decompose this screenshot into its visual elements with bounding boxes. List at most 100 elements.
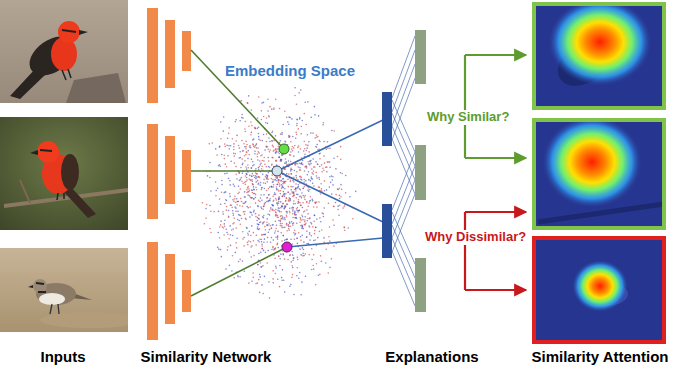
embedding-scatter [288,136,290,138]
embedding-scatter [272,246,274,248]
embedding-scatter [240,177,242,179]
bird-photo [64,186,96,218]
embedding-scatter [324,180,326,182]
embedding-scatter [300,254,302,256]
embedding-scatter [307,220,309,222]
embedding-scatter [250,235,252,237]
embedding-scatter [257,176,259,178]
embedding-scatter [266,221,268,223]
embedding-scatter [339,187,341,189]
embedding-scatter [243,150,245,152]
embedding-scatter [259,292,261,294]
embedding-scatter [290,261,292,263]
embedding-scatter [289,212,291,214]
embedding-scatter [238,185,240,187]
embedding-scatter [244,184,246,186]
embedding-scatter [250,167,252,169]
embedding-scatter [309,218,311,220]
embedding-scatter [309,164,311,166]
embedding-scatter [265,166,267,168]
embedding-scatter [309,232,311,234]
embedding-scatter [253,255,255,257]
embedding-scatter [283,254,285,256]
embedding-scatter [308,202,310,204]
embedding-scatter [292,136,294,138]
embedding-point [279,144,289,154]
embedding-scatter [281,132,283,134]
embedding-scatter [284,205,286,207]
embedding-scatter [321,261,323,263]
embedding-scatter [268,194,270,196]
embedding-scatter [266,117,268,119]
embedding-scatter [272,140,274,142]
embedding-scatter [278,255,280,257]
embedding-scatter [278,199,280,201]
embedding-scatter [289,221,291,223]
embedding-scatter [244,121,246,123]
embedding-scatter [307,189,309,191]
embedding-scatter [318,274,320,276]
embedding-scatter [215,190,217,192]
embedding-scatter [266,262,268,264]
embedding-scatter [257,228,259,230]
embedding-scatter [263,217,265,219]
embedding-scatter [300,148,302,150]
embedding-scatter [290,189,292,191]
embedding-scatter [231,207,233,209]
embedding-scatter [271,108,273,110]
embedding-scatter [298,145,300,147]
embedding-scatter [251,189,253,191]
embedding-scatter [232,255,234,257]
embedding-scatter [249,145,251,147]
embedding-scatter [297,207,299,209]
embedding-scatter [291,148,293,150]
embedding-scatter [294,87,296,89]
attention-frame [534,120,664,228]
embedding-scatter [303,113,305,115]
embedding-scatter [296,125,298,127]
embedding-line [277,120,383,171]
embedding-scatter [322,212,324,214]
embedding-scatter [217,247,219,249]
embedding-scatter [299,169,301,171]
embedding-scatter [275,152,277,154]
embedding-scatter [284,168,286,170]
fan-line [392,166,415,224]
embedding-scatter [284,162,286,164]
embedding-scatter [221,154,223,156]
embedding-scatter [293,155,295,157]
embedding-scatter [300,236,302,238]
embedding-scatter [315,203,317,205]
embedding-scatter [241,117,243,119]
embedding-scatter [213,211,215,213]
embedding-scatter [280,211,282,213]
embedding-scatter [250,241,252,243]
embedding-scatter [288,229,290,231]
embedding-scatter [265,122,267,124]
embedding-scatter [292,186,294,188]
embedding-scatter [340,184,342,186]
embedding-scatter [323,155,325,157]
embedding-scatter [232,210,234,212]
embedding-scatter [258,167,260,169]
embedding-scatter [269,297,271,299]
embedding-scatter [273,239,275,241]
embedding-scatter [293,257,295,259]
embedding-scatter [246,177,248,179]
embedding-scatter [247,244,249,246]
embedding-scatter [312,158,314,160]
embedding-scatter [301,120,303,122]
embedding-scatter [316,146,318,148]
embedding-line [191,247,287,296]
embedding-scatter [289,193,291,195]
embedding-scatter [284,291,286,293]
embedding-scatter [294,170,296,172]
embedding-scatter [317,136,319,138]
embedding-scatter [300,204,302,206]
embedding-scatter [272,150,274,152]
embedding-scatter [283,235,285,237]
embedding-scatter [220,249,222,251]
embedding-scatter [305,253,307,255]
embedding-scatter [221,256,223,258]
